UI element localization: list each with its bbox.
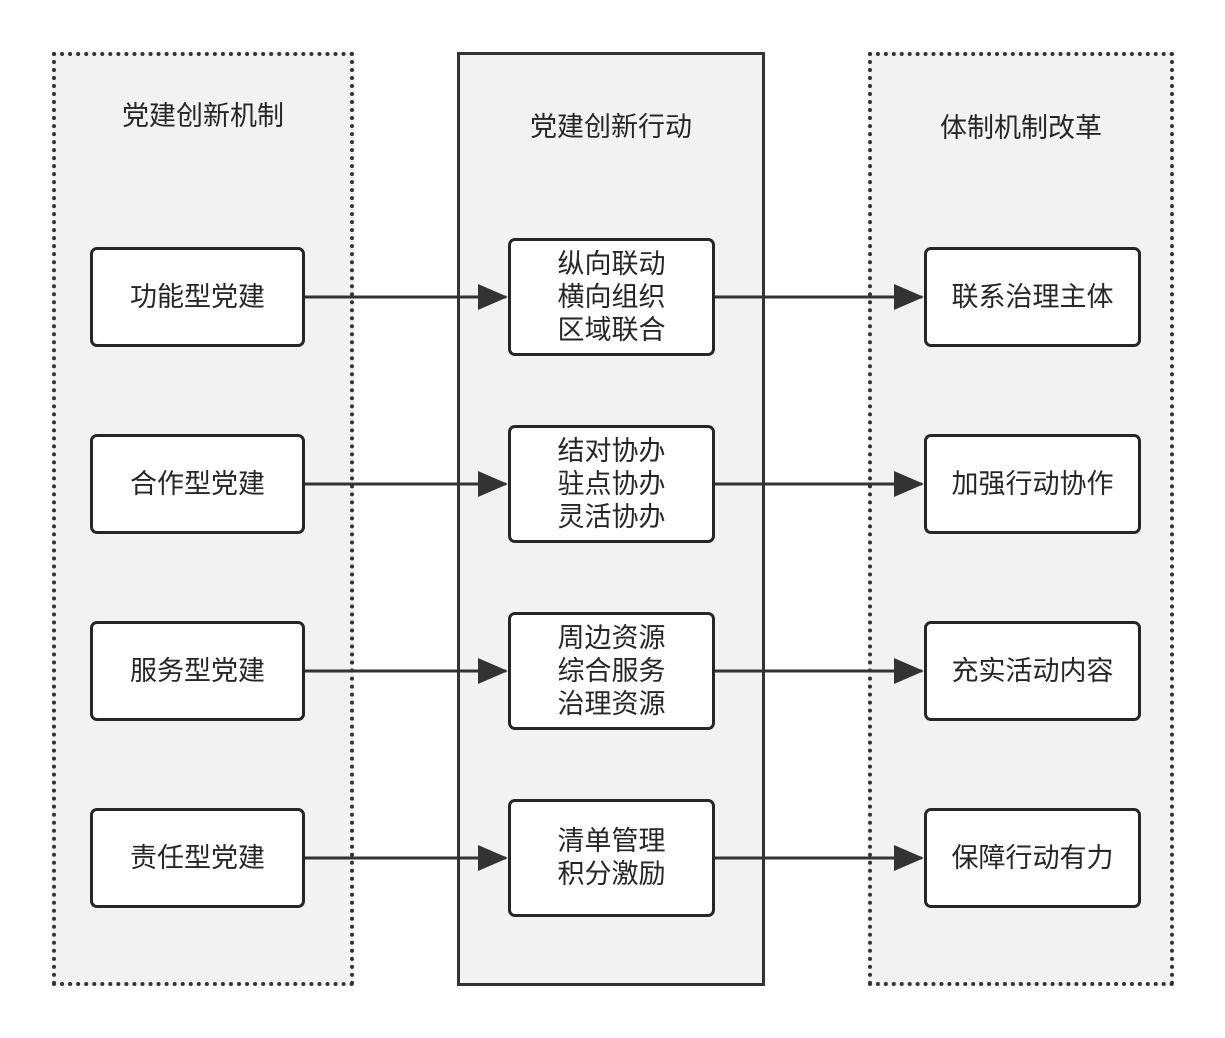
left-node-label: 功能型党建 — [130, 281, 265, 313]
left-node-cooperative: 合作型党建 — [90, 434, 305, 534]
left-node-label: 服务型党建 — [130, 655, 265, 687]
middle-node-line: 周边资源 — [557, 622, 666, 654]
right-node-label: 加强行动协作 — [951, 468, 1114, 500]
right-node-label: 联系治理主体 — [951, 281, 1114, 313]
middle-node-line: 清单管理 — [557, 826, 666, 857]
middle-node-line: 积分激励 — [557, 859, 666, 890]
right-node-2: 加强行动协作 — [924, 434, 1141, 534]
middle-node-4: 清单管理 积分激励 — [508, 799, 715, 917]
left-node-service: 服务型党建 — [90, 621, 305, 721]
middle-node-line: 区域联合 — [557, 314, 666, 346]
middle-node-line: 结对协办 — [557, 435, 666, 467]
middle-node-line: 治理资源 — [557, 688, 666, 720]
right-node-label: 保障行动有力 — [951, 842, 1114, 874]
left-column-title: 党建创新机制 — [122, 101, 284, 132]
middle-node-line: 驻点协办 — [557, 468, 666, 500]
right-node-3: 充实活动内容 — [924, 621, 1141, 721]
middle-node-line: 横向组织 — [557, 281, 666, 313]
middle-node-3: 周边资源 综合服务 治理资源 — [508, 612, 715, 730]
right-column-title: 体制机制改革 — [940, 113, 1102, 144]
middle-node-line: 纵向联动 — [557, 248, 666, 280]
middle-node-2: 结对协办 驻点协办 灵活协办 — [508, 425, 715, 543]
left-node-responsibility: 责任型党建 — [90, 808, 305, 908]
left-node-label: 合作型党建 — [130, 468, 265, 500]
left-node-label: 责任型党建 — [130, 842, 265, 874]
middle-node-1: 纵向联动 横向组织 区域联合 — [508, 238, 715, 356]
middle-node-line: 综合服务 — [557, 655, 666, 687]
left-node-functional: 功能型党建 — [90, 247, 305, 347]
middle-column-title: 党建创新行动 — [530, 112, 692, 143]
right-node-label: 充实活动内容 — [951, 655, 1114, 687]
right-node-1: 联系治理主体 — [924, 247, 1141, 347]
right-node-4: 保障行动有力 — [924, 808, 1141, 908]
middle-node-line: 灵活协办 — [557, 501, 666, 533]
